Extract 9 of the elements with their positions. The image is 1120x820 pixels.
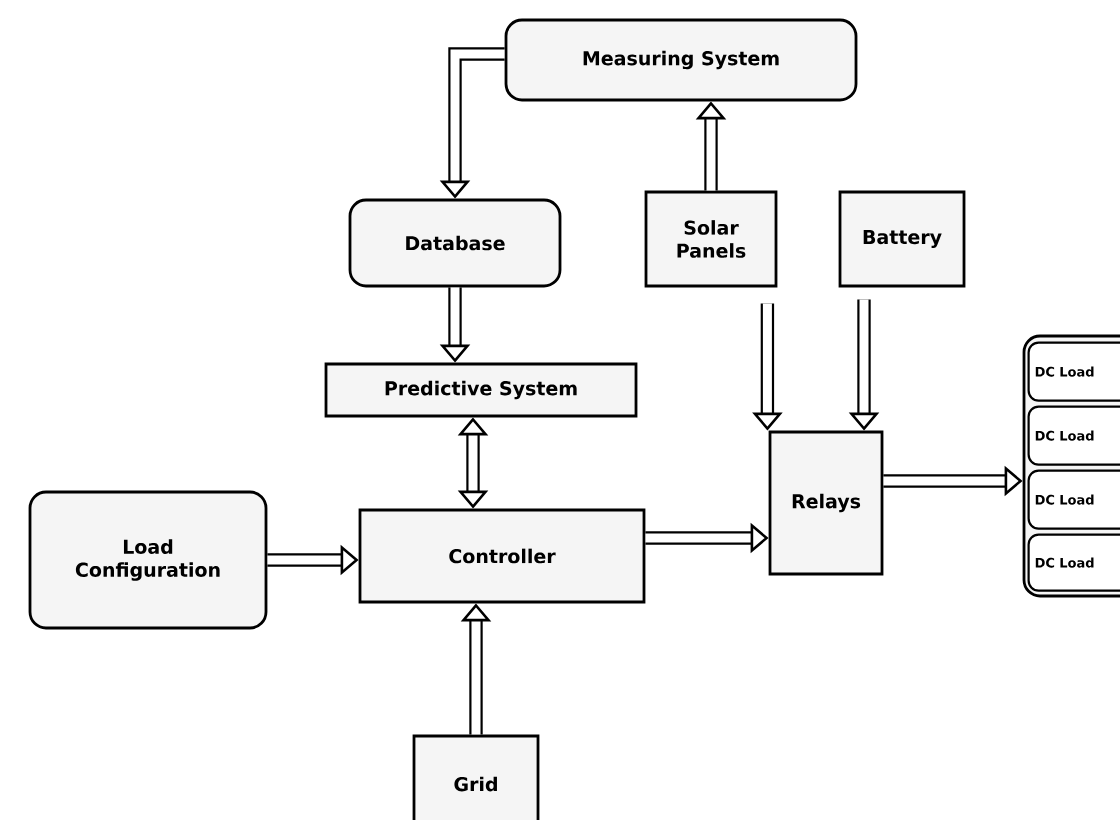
process-box: Database xyxy=(348,198,562,288)
process-box: Predictive System xyxy=(324,362,638,418)
process-box: Load Configuration xyxy=(28,490,268,630)
process-box: Solar Panels xyxy=(644,190,778,288)
process-box: Measuring System xyxy=(504,18,858,102)
process-box: Grid xyxy=(412,734,540,820)
process-box: Relays xyxy=(768,430,884,576)
process-box: Controller xyxy=(358,508,646,604)
process-box: Battery xyxy=(838,190,966,288)
